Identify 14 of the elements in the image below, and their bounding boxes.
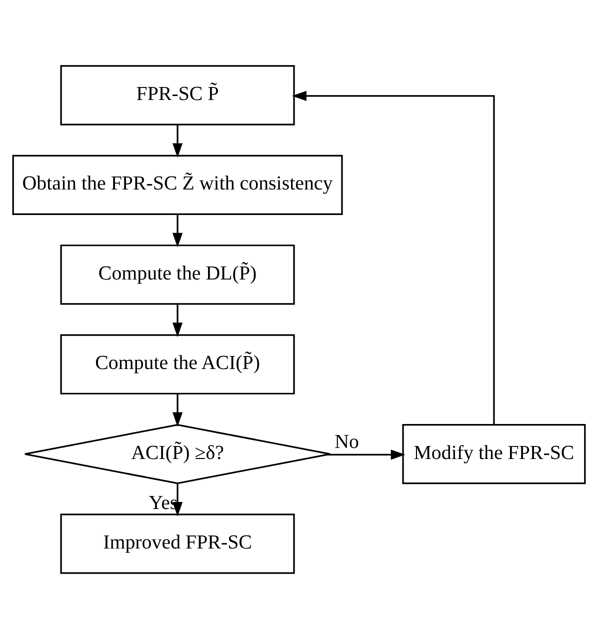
arrow [172, 214, 183, 248]
node-box: Obtain the FPR-SC Z̃ with consistency [12, 154, 343, 216]
node-diamond: ACI(P̃) ≥δ? [24, 424, 331, 484]
node-box: Modify the FPR-SC [402, 424, 586, 484]
node-box: Compute the DL(P̃) [60, 244, 295, 305]
arrow [172, 394, 183, 427]
edge-label: No [334, 431, 360, 454]
arrow [326, 450, 406, 460]
arrow [172, 304, 183, 338]
node-box: Improved FPR-SC [60, 514, 295, 574]
node-box: Compute the ACI(P̃) [60, 334, 295, 394]
node-box: FPR-SC P̃ [60, 65, 295, 126]
arrow [172, 124, 183, 158]
arrow [292, 90, 495, 425]
